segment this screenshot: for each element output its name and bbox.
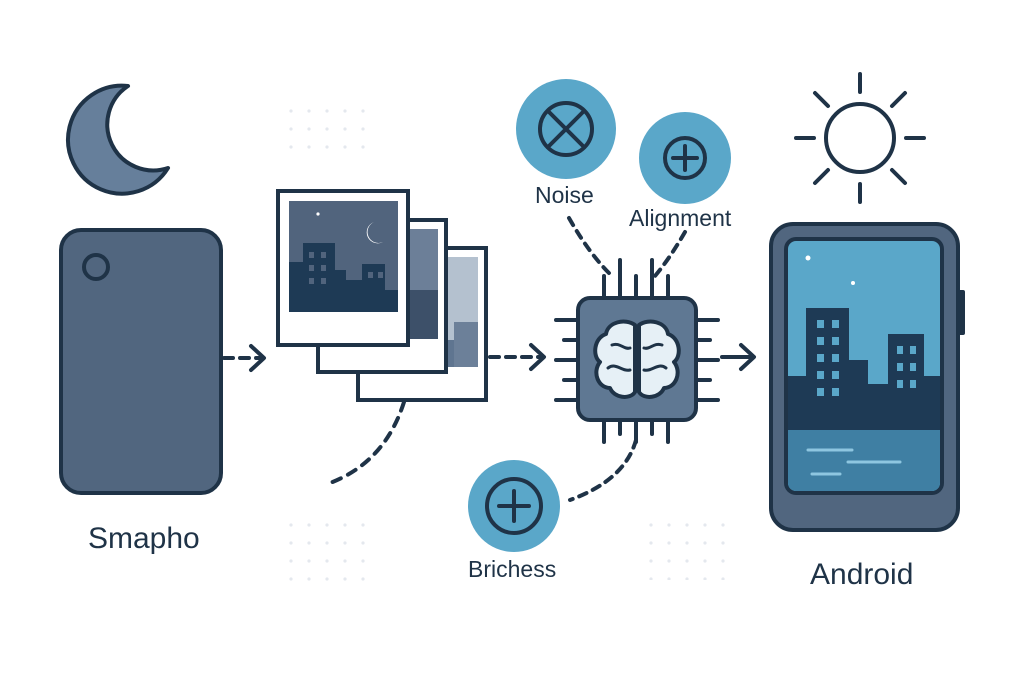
dot-grid-bottom-right (635, 515, 730, 580)
source-phone-label: Smapho (88, 522, 200, 555)
dot-grid-bottom-left (282, 520, 377, 585)
alignment-icon-group (639, 112, 731, 204)
brightness-icon-group (468, 460, 560, 552)
camera-lens-icon (82, 253, 110, 281)
android-screen (788, 241, 940, 491)
sun-icon (794, 72, 926, 204)
source-phone (59, 228, 223, 495)
brain-icon (593, 319, 681, 399)
android-phone-label: Android (810, 558, 914, 591)
noise-icon-group (516, 79, 616, 179)
plus-circle-icon (485, 477, 543, 535)
moon-icon (66, 83, 170, 196)
dashed-connector-frames (328, 400, 406, 485)
photo-frame-front (276, 189, 410, 347)
arrow-chip-to-android (720, 343, 756, 371)
ai-chip (554, 258, 720, 444)
arrow-phone-to-frames (222, 344, 266, 372)
cross-circle-icon (538, 101, 594, 157)
brightness-label: Brichess (468, 556, 557, 582)
dashed-connectors-chip (567, 216, 687, 502)
android-phone (769, 222, 965, 532)
alignment-label: Alignment (629, 205, 732, 231)
plus-circle-icon (663, 136, 707, 180)
arrow-frames-to-chip (488, 343, 546, 371)
dot-grid-top (282, 95, 377, 160)
noise-label: Noise (535, 182, 594, 208)
